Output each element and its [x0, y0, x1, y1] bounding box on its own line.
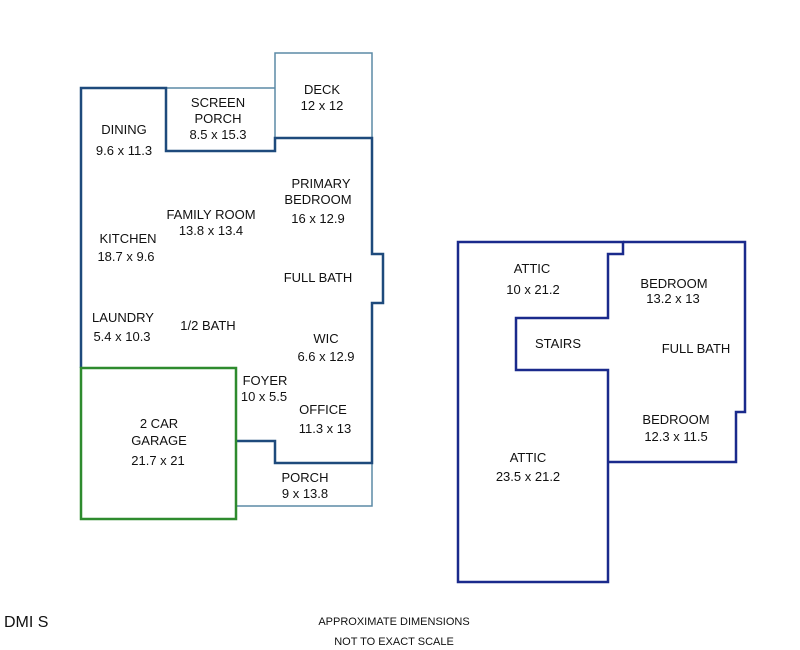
- porch-dims: 9 x 13.8: [282, 486, 328, 501]
- office-dims: 11.3 x 13: [299, 421, 352, 436]
- upper-full-bath-name: FULL BATH: [662, 341, 731, 356]
- main-level: DINING 9.6 x 11.3 SCREEN PORCH 8.5 x 15.…: [79, 52, 385, 521]
- deck-dims: 12 x 12: [301, 98, 344, 113]
- family-room-name: FAMILY ROOM: [166, 207, 255, 222]
- garage-dims: 21.7 x 21: [131, 453, 185, 468]
- footer-line-1: APPROXIMATE DIMENSIONS: [318, 616, 469, 628]
- laundry-dims: 5.4 x 10.3: [93, 329, 150, 344]
- office-name: OFFICE: [299, 402, 347, 417]
- dining-name: DINING: [101, 122, 147, 137]
- attic-top-name: ATTIC: [514, 261, 551, 276]
- main-house-walls: [79, 86, 385, 465]
- screen-porch-name-1: SCREEN: [191, 95, 245, 110]
- stairs-name: STAIRS: [535, 336, 581, 351]
- attic-bottom-name: ATTIC: [510, 450, 547, 465]
- primary-bedroom-dims: 16 x 12.9: [291, 211, 345, 226]
- garage-name-1: 2 CAR: [140, 416, 178, 431]
- kitchen-dims: 18.7 x 9.6: [97, 249, 154, 264]
- garage-walls: [79, 366, 238, 521]
- attic-bottom-dims: 23.5 x 21.2: [496, 469, 560, 484]
- primary-bedroom-name-2: BEDROOM: [284, 192, 351, 207]
- screen-porch-dims: 8.5 x 15.3: [189, 127, 246, 142]
- logo-text: DMI S: [4, 614, 48, 631]
- wic-dims: 6.6 x 12.9: [297, 349, 354, 364]
- porch-name: PORCH: [282, 470, 329, 485]
- primary-bedroom-name-1: PRIMARY: [292, 176, 351, 191]
- upper-level: ATTIC 10 x 21.2 BEDROOM 13.2 x 13 STAIRS…: [456, 240, 747, 584]
- wic-name: WIC: [313, 331, 338, 346]
- main-full-bath-name: FULL BATH: [284, 270, 353, 285]
- half-bath-name: 1/2 BATH: [180, 318, 235, 333]
- deck-outline: [274, 52, 373, 138]
- deck-name: DECK: [304, 82, 340, 97]
- attic-top-dims: 10 x 21.2: [506, 282, 560, 297]
- laundry-name: LAUNDRY: [92, 310, 154, 325]
- family-room-dims: 13.8 x 13.4: [179, 223, 243, 238]
- upper-bedroom-walls: [608, 240, 747, 464]
- footer-line-2: NOT TO EXACT SCALE: [334, 636, 454, 648]
- kitchen-name: KITCHEN: [99, 231, 156, 246]
- bedroom-2-dims: 12.3 x 11.5: [644, 429, 707, 444]
- bedroom-1-name: BEDROOM: [640, 276, 707, 291]
- dining-dims: 9.6 x 11.3: [96, 143, 152, 158]
- garage-name-2: GARAGE: [131, 433, 187, 448]
- upper-level-walls: [456, 240, 625, 584]
- foyer-dims: 10 x 5.5: [241, 389, 287, 404]
- bedroom-1-dims: 13.2 x 13: [646, 291, 700, 306]
- foyer-name: FOYER: [243, 373, 288, 388]
- porch-outline: [236, 463, 373, 507]
- bedroom-2-name: BEDROOM: [642, 412, 709, 427]
- screen-porch-name-2: PORCH: [195, 111, 242, 126]
